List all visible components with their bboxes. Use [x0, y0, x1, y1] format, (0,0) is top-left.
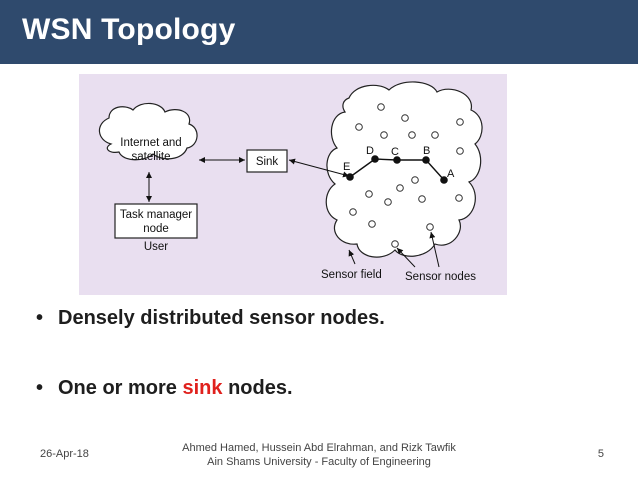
arrow-sensor-nodes-callout-2	[429, 231, 440, 268]
slide-header: WSN Topology	[0, 0, 638, 64]
node-label-a: A	[447, 168, 455, 180]
node-e	[346, 173, 354, 181]
sensor-node	[411, 176, 419, 184]
sensor-node	[380, 131, 388, 139]
user-label: User	[144, 241, 168, 253]
sink-box	[246, 149, 288, 173]
bullet-dot: •	[36, 307, 44, 329]
sensor-node	[426, 223, 434, 231]
node-label-c: C	[391, 146, 399, 158]
sensor-node	[355, 123, 363, 131]
sensor-nodes-label: Sensor nodes	[405, 271, 476, 283]
sensor-node	[396, 184, 404, 192]
bullet-dot: •	[36, 377, 44, 399]
cloud-label-line1: Internet and	[120, 137, 181, 149]
wsn-topology-figure: Internet and satellite Sink Task manager…	[79, 74, 507, 295]
sensor-node	[365, 190, 373, 198]
sensor-node	[456, 147, 464, 155]
arrow-sensor-nodes-callout-1	[396, 247, 416, 268]
node-label-d: D	[366, 145, 374, 157]
node-a	[440, 176, 448, 184]
page-number: 5	[597, 448, 604, 460]
bullet-highlight-sink: sink	[182, 377, 223, 399]
sensor-node	[377, 103, 385, 111]
task-manager-label-line2: node	[143, 223, 169, 235]
bullet-text-post: nodes.	[222, 377, 293, 399]
sensor-node	[408, 131, 416, 139]
sensor-field-shape	[325, 81, 483, 258]
sensor-node	[456, 118, 464, 126]
bullet-item-2: • One or more sink nodes.	[36, 377, 293, 400]
slide-title: WSN Topology	[22, 13, 236, 46]
bullet-text-pre: One or more	[58, 377, 183, 399]
arrow-sensor-field-callout	[348, 249, 356, 265]
footer-affiliation: Ain Shams University - Faculty of Engine…	[207, 456, 431, 468]
internet-cloud-shape	[98, 102, 198, 161]
sensor-node	[391, 240, 399, 248]
task-manager-box	[114, 203, 198, 239]
bullet-item-1: • Densely distributed sensor nodes.	[36, 307, 385, 330]
bullet-text: Densely distributed sensor nodes.	[58, 307, 385, 329]
footer-date: 26-Apr-18	[40, 448, 89, 460]
sensor-node	[431, 131, 439, 139]
node-c	[393, 156, 401, 164]
cloud-label-line2: satellite	[132, 151, 171, 163]
sensor-node	[349, 208, 357, 216]
footer-authors: Ahmed Hamed, Hussein Abd Elrahman, and R…	[182, 442, 456, 454]
sink-label: Sink	[256, 156, 279, 168]
topology-diagram: Internet and satellite Sink Task manager…	[98, 81, 483, 283]
sensor-node	[455, 194, 463, 202]
node-label-b: B	[423, 145, 430, 157]
footer-credits: Ahmed Hamed, Hussein Abd Elrahman, and R…	[150, 441, 488, 469]
arrow-sink-node-e	[288, 158, 350, 178]
sensor-node	[384, 198, 392, 206]
sensor-node	[368, 220, 376, 228]
sensor-node	[418, 195, 426, 203]
node-b	[422, 156, 430, 164]
node-d	[371, 155, 379, 163]
sensor-node	[401, 114, 409, 122]
idle-sensor-nodes	[349, 103, 464, 248]
node-label-e: E	[343, 161, 350, 173]
task-manager-label-line1: Task manager	[120, 209, 192, 221]
sensor-field-label: Sensor field	[321, 269, 382, 281]
